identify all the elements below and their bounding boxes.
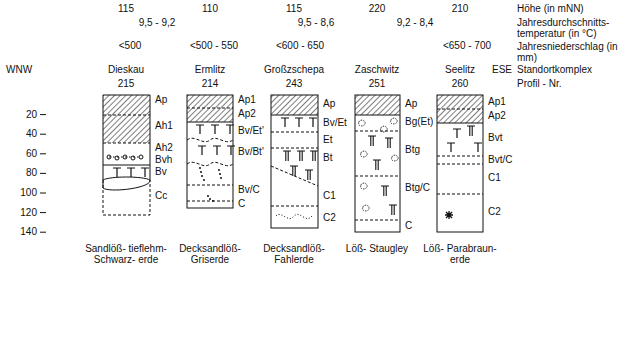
depth-value: 80 — [26, 167, 37, 178]
direction-label: ESE — [492, 64, 512, 75]
precipitation-value: <500 - 550 — [190, 40, 238, 51]
horizon-label: Ap1 — [238, 94, 256, 105]
horizon-label: Cc — [155, 190, 167, 201]
direction-label: WNW — [6, 64, 32, 75]
soil-type-name: Sandlöß- tieflehm- Schwarz- erde — [84, 243, 168, 265]
horizon-label: Ap1 — [488, 96, 506, 107]
site-name: Ermlitz — [195, 64, 226, 75]
depth-value: 140 — [20, 226, 37, 237]
horizon-label: Ap2 — [488, 110, 506, 121]
soil-type-name: Löß- Staugley — [335, 243, 419, 254]
site-name: Dieskau — [108, 64, 144, 75]
horizon-label: Ap — [405, 98, 417, 109]
altitude-value: 110 — [202, 3, 218, 14]
profile-ermlitz — [187, 95, 235, 208]
horizon-label: C1 — [488, 172, 501, 183]
row-heading: Standortkomplex — [517, 64, 621, 75]
soil-type-name: Löß- Parabraun- erde — [418, 243, 502, 265]
horizon-label: Bvt — [488, 132, 502, 143]
precipitation-value: <650 - 700 — [443, 40, 491, 51]
soil-type-name: Decksandlöß- Fahlerde — [252, 243, 336, 265]
row-heading: Profil - Nr. — [517, 78, 621, 89]
altitude-value: 220 — [369, 3, 386, 14]
profile-number: 260 — [452, 78, 469, 89]
altitude-value: 115 — [118, 3, 134, 14]
profile-number: 215 — [118, 78, 135, 89]
horizon-label: Btg/C — [405, 182, 430, 193]
horizon-label: Bv/Et — [323, 117, 347, 128]
temperature-value: 9,2 - 8,4 — [397, 17, 434, 28]
row-heading: Jahresdurchschnitts- temperatur (in °C) — [517, 17, 621, 39]
horizon-label: Btg — [405, 144, 420, 155]
horizon-label: Bvh — [155, 154, 172, 165]
depth-value: 120 — [20, 207, 37, 218]
horizon-label: Ap2 — [238, 108, 256, 119]
horizon-label: C — [405, 220, 412, 231]
profile-zaschwitz — [355, 95, 400, 232]
horizon-label: Bv/C — [238, 184, 260, 195]
horizon-label: C — [238, 198, 245, 209]
horizon-label: Bv/Et' — [238, 125, 264, 136]
horizon-label: Ah1 — [155, 120, 173, 131]
horizon-label: Bg(Et) — [405, 116, 433, 127]
precipitation-value: <500 — [119, 40, 142, 51]
horizon-label: C1 — [323, 190, 336, 201]
horizon-label: Ah2 — [155, 142, 173, 153]
altitude-value: 210 — [452, 3, 469, 14]
temperature-value: 9,5 - 9,2 — [139, 17, 176, 28]
horizon-label: Ap — [323, 98, 335, 109]
profile-number: 243 — [286, 78, 303, 89]
horizon-label: C2 — [488, 206, 501, 217]
depth-value: 40 — [26, 128, 37, 139]
horizon-label: Bv/Bt' — [238, 146, 264, 157]
site-name: Großzschepa — [264, 64, 324, 75]
precipitation-value: <600 - 650 — [276, 40, 324, 51]
profile-number: 251 — [369, 78, 386, 89]
depth-value: 20 — [26, 109, 37, 120]
depth-value: 100 — [20, 187, 37, 198]
horizon-label: Et — [323, 134, 332, 145]
row-heading: Jahresniederschlag (in mm) — [517, 41, 621, 63]
temperature-value: 9,5 - 8,6 — [298, 17, 335, 28]
soil-type-name: Decksandlöß- Griserde — [168, 243, 252, 265]
profile-number: 214 — [202, 78, 219, 89]
altitude-value: 115 — [286, 3, 302, 14]
horizon-label: C2 — [323, 212, 336, 223]
site-name: Zaschwitz — [355, 64, 399, 75]
site-name: Seelitz — [445, 64, 475, 75]
depth-value: 60 — [26, 148, 37, 159]
profile-seelitz — [437, 95, 483, 232]
row-heading: Höhe (in mNN) — [517, 3, 621, 14]
horizon-label: Bv — [155, 166, 167, 177]
horizon-label: Ap — [155, 94, 167, 105]
profile-dieskau — [103, 95, 150, 215]
depth-ticks — [40, 115, 46, 233]
horizon-label: Bvt/C — [488, 154, 512, 165]
profile-grosszschepa — [271, 95, 318, 228]
horizon-label: Bt — [323, 152, 332, 163]
